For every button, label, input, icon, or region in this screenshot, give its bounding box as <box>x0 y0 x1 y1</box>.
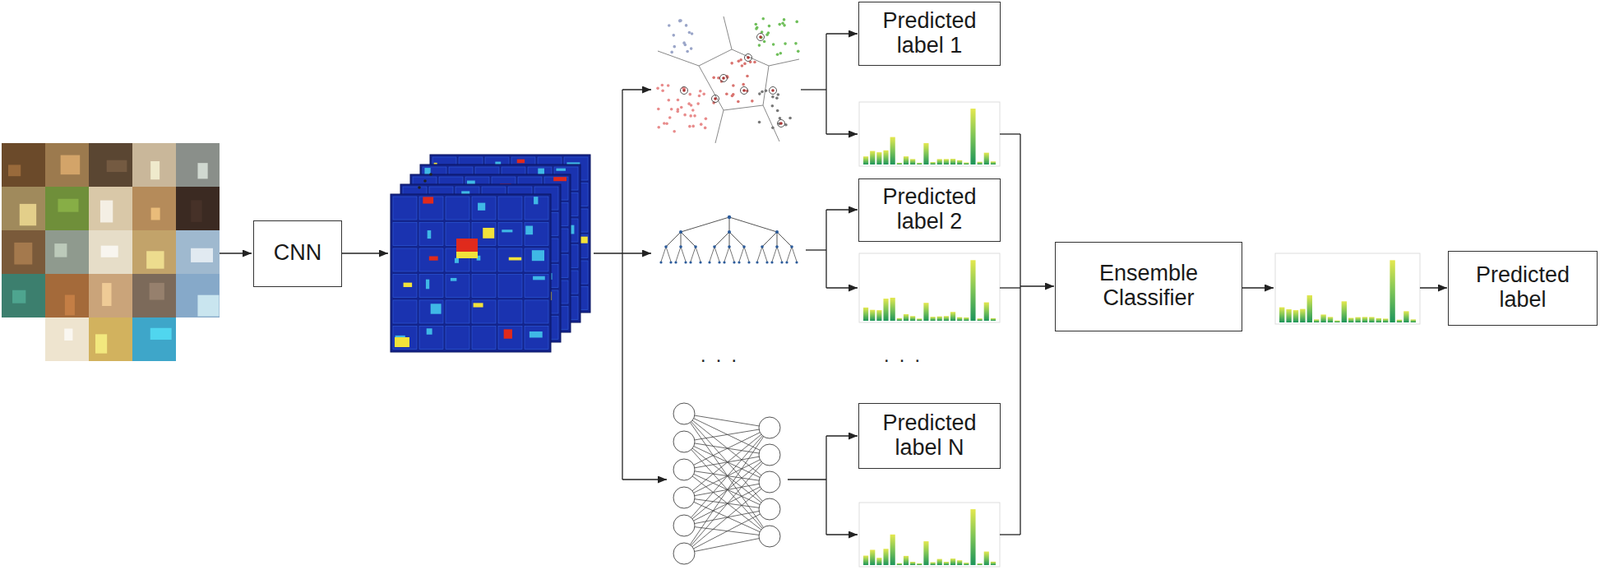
process-box: CNN <box>253 220 343 287</box>
box-label: Predicted label N <box>867 411 992 460</box>
box-label: Predicted label 1 <box>867 9 992 58</box>
process-box: Ensemble Classifier <box>1054 241 1243 332</box>
process-box: Predicted label N <box>858 402 1001 469</box>
process-box: Predicted label 2 <box>858 178 1001 242</box>
process-box: Predicted label 1 <box>858 1 1001 66</box>
box-label: Predicted label <box>1456 263 1589 312</box>
box-label: CNN <box>273 240 323 266</box>
tree-icon <box>659 215 798 264</box>
voronoi-icon <box>656 16 800 144</box>
box-label: Predicted label 2 <box>867 184 992 234</box>
feature-maps <box>390 154 591 352</box>
flow-arrows <box>219 33 1448 535</box>
box-label: Ensemble Classifier <box>1063 261 1234 310</box>
neural-net-icon <box>673 402 781 565</box>
process-box: Predicted label <box>1447 250 1598 326</box>
ellipsis-label: · · · <box>699 347 739 371</box>
image-grid <box>1 143 220 361</box>
histograms <box>859 101 1420 567</box>
ellipsis-label: · · · <box>883 347 922 371</box>
